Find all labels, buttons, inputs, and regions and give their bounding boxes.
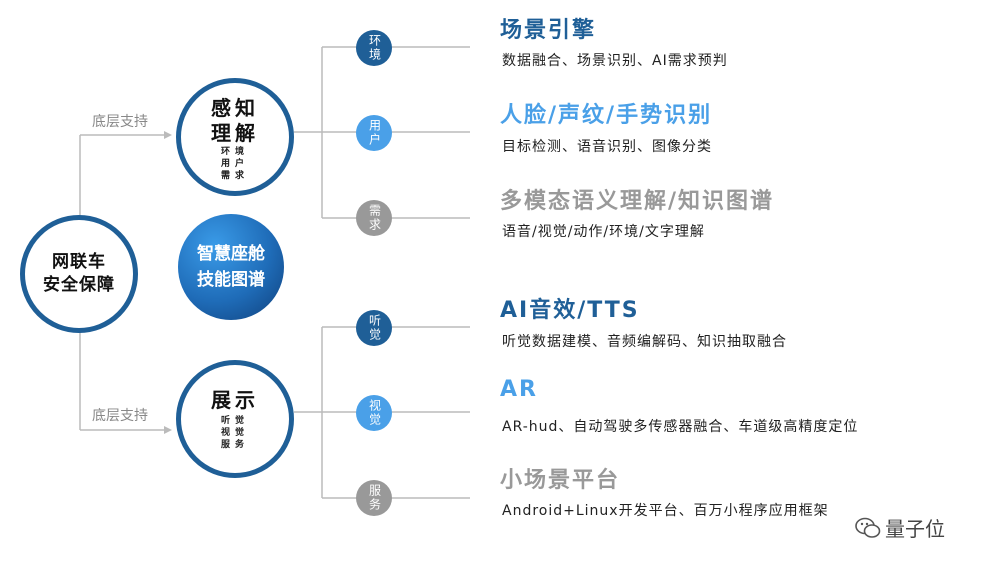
node-environment-label: 环境 — [367, 34, 382, 62]
vehicle-safety-circle: 网联车 安全保障 — [20, 215, 138, 333]
skill-map-line2: 技能图谱 — [197, 270, 265, 290]
node-user-label: 用户 — [367, 119, 382, 147]
node-hearing-label: 听觉 — [367, 314, 382, 342]
perception-title-2: 理解 — [211, 121, 259, 145]
heading-recognition: 人脸/声纹/手势识别 — [500, 103, 713, 128]
display-circle: 展示 听觉 视觉 服务 — [176, 360, 294, 478]
desc-mini-platform: Android+Linux开发平台、百万小程序应用框架 — [502, 503, 829, 519]
display-sub-3: 服务 — [220, 439, 249, 450]
skill-map-line1: 智慧座舱 — [197, 244, 265, 264]
skill-map-circle: 智慧座舱 技能图谱 — [178, 214, 284, 320]
heading-ai-audio: AI音效/TTS — [500, 298, 640, 323]
node-hearing: 听觉 — [356, 310, 392, 346]
heading-semantics: 多模态语义理解/知识图谱 — [500, 189, 775, 214]
desc-ar: AR-hud、自动驾驶多传感器融合、车道级高精度定位 — [502, 419, 859, 435]
node-environment: 环境 — [356, 30, 392, 66]
perception-circle: 感知 理解 环境 用户 需求 — [176, 78, 294, 196]
display-sub-1: 听觉 — [220, 415, 249, 426]
desc-recognition: 目标检测、语音识别、图像分类 — [502, 139, 712, 155]
node-demand: 需求 — [356, 200, 392, 236]
vehicle-safety-line2: 安全保障 — [43, 275, 115, 295]
node-service-label: 服务 — [367, 484, 382, 512]
heading-scene-engine: 场景引擎 — [500, 18, 597, 43]
node-user: 用户 — [356, 115, 392, 151]
support-label-bottom: 底层支持 — [92, 408, 148, 424]
watermark: 量子位 — [855, 513, 945, 542]
desc-semantics: 语音/视觉/动作/环境/文字理解 — [502, 224, 705, 240]
display-title: 展示 — [211, 387, 259, 412]
perception-sub-3: 需求 — [220, 171, 249, 181]
heading-ar: AR — [500, 377, 538, 402]
watermark-text: 量子位 — [885, 517, 945, 541]
node-vision-label: 视觉 — [367, 399, 382, 427]
display-sub-2: 视觉 — [220, 427, 249, 438]
desc-ai-audio: 听觉数据建模、音频编解码、知识抽取融合 — [502, 334, 787, 350]
node-vision: 视觉 — [356, 395, 392, 431]
perception-sub-2: 用户 — [220, 159, 249, 169]
perception-sub-1: 环境 — [220, 147, 249, 157]
support-label-top: 底层支持 — [92, 114, 148, 130]
node-service: 服务 — [356, 480, 392, 516]
wechat-icon — [855, 517, 881, 538]
node-demand-label: 需求 — [367, 204, 382, 232]
perception-title-1: 感知 — [211, 96, 259, 120]
desc-scene-engine: 数据融合、场景识别、AI需求预判 — [502, 53, 728, 69]
vehicle-safety-line1: 网联车 — [52, 252, 106, 272]
heading-mini-platform: 小场景平台 — [500, 468, 621, 493]
